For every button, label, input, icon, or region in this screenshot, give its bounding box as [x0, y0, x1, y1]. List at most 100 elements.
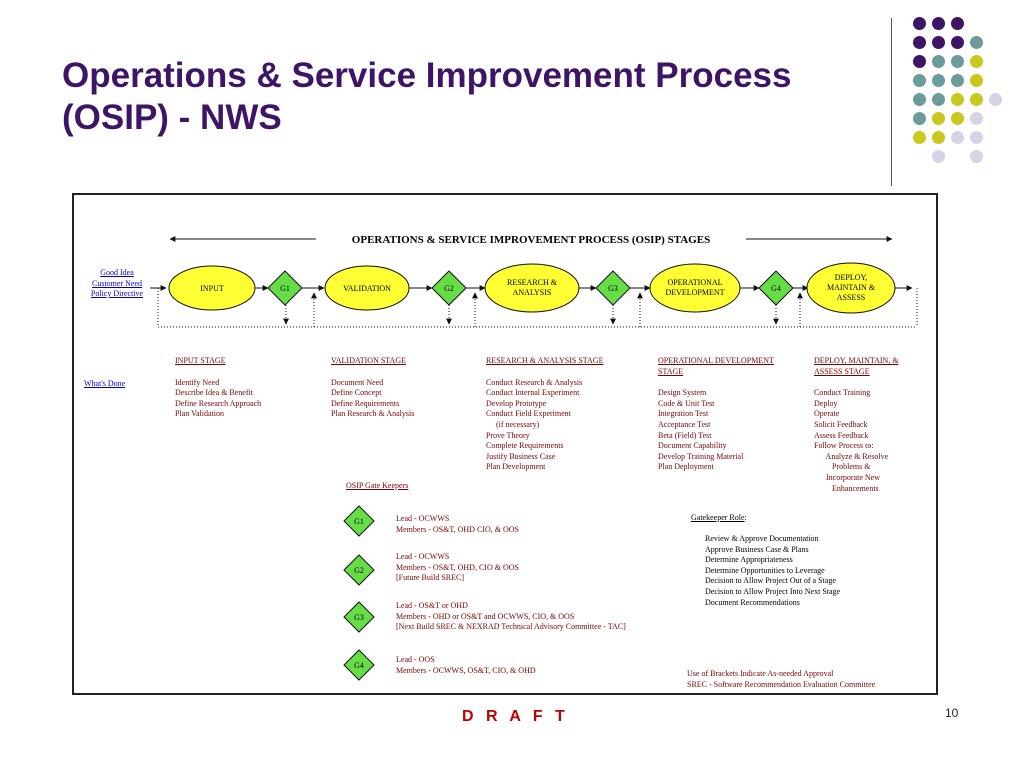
dot [913, 74, 926, 87]
dot [951, 131, 964, 144]
research-stage-label-1: RESEARCH & [507, 278, 558, 287]
stage-item: Beta (Field) Test [658, 430, 712, 440]
dot [913, 93, 926, 106]
gatekeepers-heading: OSIP Gate Keepers [346, 481, 409, 490]
stage-column-research: RESEARCH & ANALYSIS STAGE Conduct Resear… [486, 356, 603, 473]
title-line-1: Operations & Service Improvement Process [62, 56, 792, 95]
gate-g2-label: G2 [444, 284, 454, 293]
stage-item: Complete Requirements [486, 441, 564, 451]
role-item: Determine Appropriateness [705, 555, 793, 565]
gatekeeper-line: Lead - OS&T or OHD [396, 601, 468, 610]
dot [932, 93, 945, 106]
gate-g4-label: G4 [771, 284, 781, 293]
stage-item: Conduct Research & Analysis [486, 377, 583, 387]
stage-item: Incorporate New [814, 472, 880, 482]
stage-item: Acceptance Test [658, 419, 711, 429]
dot [932, 150, 945, 163]
stage-item: Follow Process to: [814, 441, 874, 451]
input-sources: Good Idea Customer Need Policy Directive [78, 268, 156, 300]
dot [951, 17, 964, 30]
stage-item: Analyze & Resolve [814, 451, 889, 461]
gate-g1-label: G1 [280, 284, 290, 293]
research-stage-ellipse [484, 263, 580, 313]
stage-item: Justify Business Case [486, 451, 556, 461]
footnotes: Use of Brackets Indicate As-needed Appro… [687, 669, 875, 690]
gate-g3-diamond [595, 270, 631, 306]
gatekeeper-role-title: Gatekeeper Role [691, 513, 745, 522]
gate-g2-diamond [431, 270, 467, 306]
opdev-stage-label-2: DEVELOPMENT [665, 288, 724, 297]
role-item: Determine Opportunities to Leverage [705, 565, 825, 575]
gatekeeper-g3-label: G3 [354, 613, 364, 622]
dot [951, 55, 964, 68]
gatekeeper-line: [Future Build SREC] [396, 573, 465, 583]
stage-item: Integration Test [658, 409, 709, 419]
gatekeeper-g4-diamond [343, 649, 375, 681]
validation-stage-ellipse [324, 265, 410, 311]
role-item: Approve Business Case & Plans [705, 544, 809, 554]
stage-item: Develop Prototype [486, 398, 547, 408]
gatekeeper-g1-text: Lead - OCWWS Members - OS&T, OHD CIO, & … [396, 514, 519, 535]
dot [970, 74, 983, 87]
stages-banner-label: OPERATIONS & SERVICE IMPROVEMENT PROCESS… [352, 234, 710, 246]
footnote: SREC - Software Recommendation Evaluatio… [687, 679, 876, 689]
stage-item: Conduct Internal Experiment [486, 388, 580, 398]
stage-item: Define Concept [331, 388, 382, 398]
dot [970, 131, 983, 144]
stage-item: Assess Feedback [814, 430, 869, 440]
role-item: Review & Approve Documentation [705, 534, 819, 543]
gatekeeper-g2-diamond [343, 554, 375, 586]
customer-need-link[interactable]: Customer Need [92, 278, 142, 288]
stage-item: Define Requirements [331, 398, 400, 408]
deploy-stage-ellipse [806, 262, 896, 314]
dot [989, 93, 1002, 106]
dot [932, 55, 945, 68]
dot [913, 55, 926, 68]
stage-item: Document Capability [658, 441, 727, 451]
policy-directive-link[interactable]: Policy Directive [90, 289, 144, 299]
stage-item: Identify Need [175, 377, 220, 387]
role-item: Decision to Allow Project Into Next Stag… [705, 586, 841, 596]
whats-done-link[interactable]: What's Done [84, 379, 126, 388]
dot [951, 74, 964, 87]
stage-column-input: INPUT STAGE Identify Need Describe Idea … [175, 356, 261, 420]
stage-item: Enhancements [814, 483, 879, 493]
dot [932, 36, 945, 49]
dot [932, 17, 945, 30]
dot [951, 36, 964, 49]
title-line-2: (OSIP) - NWS [62, 98, 282, 137]
stage-item: Conduct Training [814, 388, 871, 398]
gatekeeper-line: Members - OS&T, OHD CIO, & OOS [396, 524, 519, 534]
stage-item: Code & Unit Test [658, 398, 715, 408]
stage-item: Operate [814, 409, 840, 419]
gatekeeper-line: Lead - OCWWS [396, 552, 450, 561]
good-idea-link[interactable]: Good Idea [100, 268, 134, 277]
dot [913, 17, 926, 30]
page-number: 10 [945, 706, 959, 720]
gatekeeper-line: Members - OHD or OS&T and OCWWS, CIO, & … [396, 611, 575, 621]
draft-watermark: D R A F T [462, 708, 569, 725]
opdev-stage-label-1: OPERATIONAL [667, 278, 722, 287]
stage-column-validation: VALIDATION STAGE Document Need Define Co… [331, 356, 414, 420]
gatekeeper-g3-text: Lead - OS&T or OHD Members - OHD or OS&T… [396, 601, 626, 633]
dot [970, 112, 983, 125]
stage-heading: OPERATIONAL DEVELOPMENT [658, 356, 774, 365]
stage-item: Plan Deployment [658, 462, 714, 472]
slide-title: Operations & Service Improvement Process… [62, 55, 862, 139]
stage-column-deploy: DEPLOY, MAINTAIN, & ASSESS STAGE Conduct… [814, 356, 899, 494]
dot [913, 36, 926, 49]
gatekeeper-g4-text: Lead - OOS Members - OCWWS, OS&T, CIO, &… [396, 655, 536, 676]
stage-heading: INPUT STAGE [175, 356, 226, 365]
dot [951, 112, 964, 125]
dot [970, 150, 983, 163]
stage-item: Conduct Field Experiment [486, 409, 571, 419]
gatekeeper-g3-diamond [343, 601, 375, 633]
stage-item: Describe Idea & Benefit [175, 388, 253, 398]
stage-item: Solicit Feedback [814, 419, 868, 429]
dot [913, 112, 926, 125]
role-item: Document Recommendations [705, 597, 800, 607]
footnote: Use of Brackets Indicate As-needed Appro… [687, 669, 834, 678]
stage-heading: STAGE [658, 366, 684, 376]
input-stage-ellipse [168, 265, 256, 311]
stage-heading: VALIDATION STAGE [331, 356, 406, 365]
